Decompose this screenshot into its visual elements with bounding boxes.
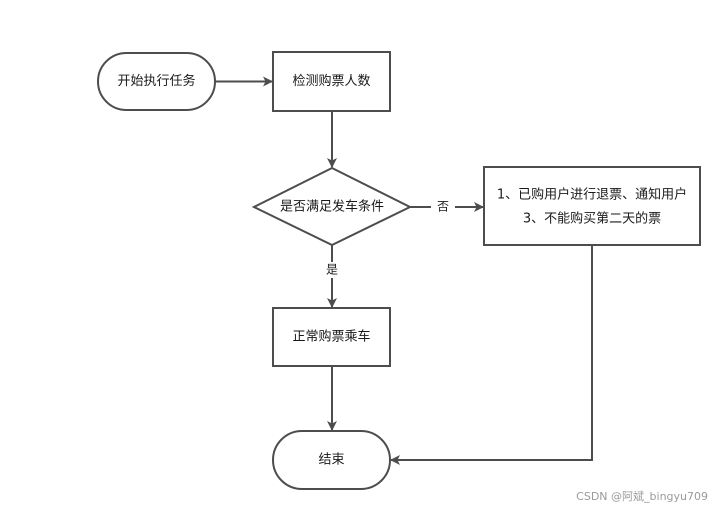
- decision-node: 是否满足发车条件: [251, 166, 413, 247]
- check-count-node: 检测购票人数: [272, 51, 391, 112]
- edge-refund-to-end: [390, 245, 593, 465]
- refund-notice-line1: 1、已购用户进行退票、通知用户: [497, 187, 687, 203]
- normal-boarding-label: 正常购票乘车: [292, 329, 370, 345]
- start-node-label: 开始执行任务: [117, 73, 195, 89]
- decision-label: 是否满足发车条件: [280, 199, 384, 215]
- edge-no-label: 否: [437, 200, 449, 214]
- refund-notice-line2: 3、不能购买第二天的票: [523, 211, 661, 227]
- edge-no-label-bg: [431, 199, 455, 215]
- end-node-label: 结束: [318, 453, 344, 468]
- watermark: CSDN @阿斌_bingyu709: [576, 490, 708, 503]
- edge-yes-label: 是: [326, 263, 338, 277]
- normal-boarding-node: 正常购票乘车: [272, 307, 391, 367]
- check-count-label: 检测购票人数: [292, 73, 370, 89]
- refund-notice-node: 1、已购用户进行退票、通知用户 3、不能购买第二天的票: [483, 166, 701, 246]
- start-node: 开始执行任务: [97, 52, 216, 111]
- end-node: 结束: [272, 430, 391, 490]
- edge-yes-label-bg: [322, 262, 342, 278]
